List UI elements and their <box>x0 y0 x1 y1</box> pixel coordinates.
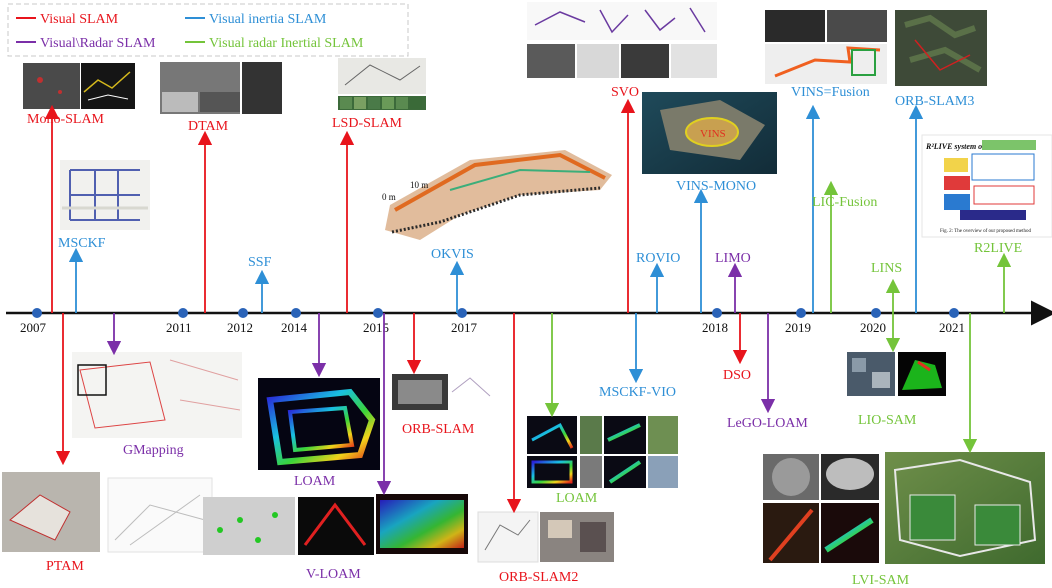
method-label-loam: LOAM <box>294 474 336 489</box>
gmapping-image <box>72 352 242 438</box>
method-label-svo: SVO <box>611 85 639 100</box>
method-label-vins-mono: VINS-MONO <box>676 179 756 194</box>
method-label-vins-fusion: VINS=Fusion <box>791 85 870 100</box>
method-label-lsd-slam: LSD-SLAM <box>332 116 403 131</box>
year-label: 2020 <box>860 320 886 335</box>
method-label-limo: LIMO <box>715 251 751 266</box>
year-dot <box>238 308 248 318</box>
legend-label-radar-inertial: Visual radar Inertial SLAM <box>209 36 364 51</box>
legend: Visual SLAM Visual inertia SLAM Visual\R… <box>7 3 409 57</box>
r2live-diagram-title: R²LIVE system overview <box>925 142 1008 151</box>
year-dot <box>457 308 467 318</box>
year-dot <box>871 308 881 318</box>
method-label-ssf: SSF <box>248 255 272 270</box>
lvi-sam-image <box>763 452 1045 564</box>
year-dot <box>712 308 722 318</box>
legend-label-radar: Visual\Radar SLAM <box>40 36 156 51</box>
year-label: 2021 <box>939 320 965 335</box>
method-label-orb-slam: ORB-SLAM <box>402 422 475 437</box>
year-label: 2017 <box>451 320 478 335</box>
method-label-okvis: OKVIS <box>431 247 474 262</box>
method-label-lic-fusion: LIC-Fusion <box>812 195 877 210</box>
method-arrows <box>44 98 1012 514</box>
method-label-ptam: PTAM <box>46 559 84 574</box>
method-label-mono-slam: Mono-SLAM <box>27 112 105 127</box>
orb-slam3-image <box>895 10 987 86</box>
svo-image <box>527 2 717 78</box>
year-label: 2018 <box>702 320 728 335</box>
year-dot <box>32 308 42 318</box>
year-markers: 2007 2011 2012 2014 2015 2017 2018 2019 … <box>20 308 965 335</box>
year-label: 2007 <box>20 320 47 335</box>
method-label-v-loam: V-LOAM <box>306 567 361 582</box>
year-dot <box>178 308 188 318</box>
year-label: 2014 <box>281 320 308 335</box>
method-label-gmapping: GMapping <box>123 443 184 458</box>
method-label-dtam: DTAM <box>188 119 229 134</box>
legend-label-visual: Visual SLAM <box>40 12 119 27</box>
year-label: 2019 <box>785 320 811 335</box>
year-label: 2011 <box>166 320 192 335</box>
year-dot <box>796 308 806 318</box>
year-dot <box>949 308 959 318</box>
method-labels: Mono-SLAM MSCKF PTAM GMapping DTAM SSF L… <box>27 85 1022 588</box>
method-label-lvi-sam: LVI-SAM <box>852 573 910 588</box>
orb-slam-image <box>392 374 491 410</box>
method-label-msckf: MSCKF <box>58 236 106 251</box>
svg-text:VINS: VINS <box>700 128 726 140</box>
lsd-slam-image <box>338 58 426 110</box>
dtam-image <box>160 62 282 114</box>
legend-frame <box>7 3 409 57</box>
mono-slam-image <box>23 63 135 109</box>
legend-label-inertia: Visual inertia SLAM <box>209 12 327 27</box>
year-dot <box>373 308 383 318</box>
method-label-lego-loam: LeGO-LOAM <box>727 416 808 431</box>
method-label-lins: LINS <box>871 261 902 276</box>
method-label-msckf-vio: MSCKF-VIO <box>599 385 676 400</box>
okvis-scale-zero: 0 m <box>382 192 396 202</box>
okvis-image: 0 m 10 m <box>382 150 612 240</box>
r2live-image: R²LIVE system overview Fig. 2: The overv… <box>921 134 1052 238</box>
r2live-diagram-caption: Fig. 2: The overview of our proposed met… <box>940 229 1032 234</box>
year-label: 2015 <box>363 320 389 335</box>
lio-sam-image <box>847 352 946 396</box>
method-label-r2live: R2LIVE <box>974 241 1022 256</box>
loam-image <box>258 378 380 470</box>
okvis-scale-ten: 10 m <box>410 180 428 190</box>
method-label-dso: DSO <box>723 368 751 383</box>
ptam-image <box>2 472 213 553</box>
method-label-rovio: ROVIO <box>636 251 680 266</box>
method-label-lio-sam: LIO-SAM <box>858 413 917 428</box>
year-dot <box>291 308 301 318</box>
vins-fusion-image <box>765 10 887 84</box>
v-loam-image <box>203 494 468 555</box>
loam-2017-image <box>527 416 678 488</box>
orb-slam2-image <box>477 511 614 563</box>
method-label-orb-slam3: ORB-SLAM3 <box>895 94 974 109</box>
method-label-loam-2017: LOAM <box>556 491 598 506</box>
year-label: 2012 <box>227 320 253 335</box>
method-label-orb-slam2: ORB-SLAM2 <box>499 570 578 585</box>
msckf-image <box>60 160 150 230</box>
vins-mono-image: VINS <box>642 92 777 174</box>
